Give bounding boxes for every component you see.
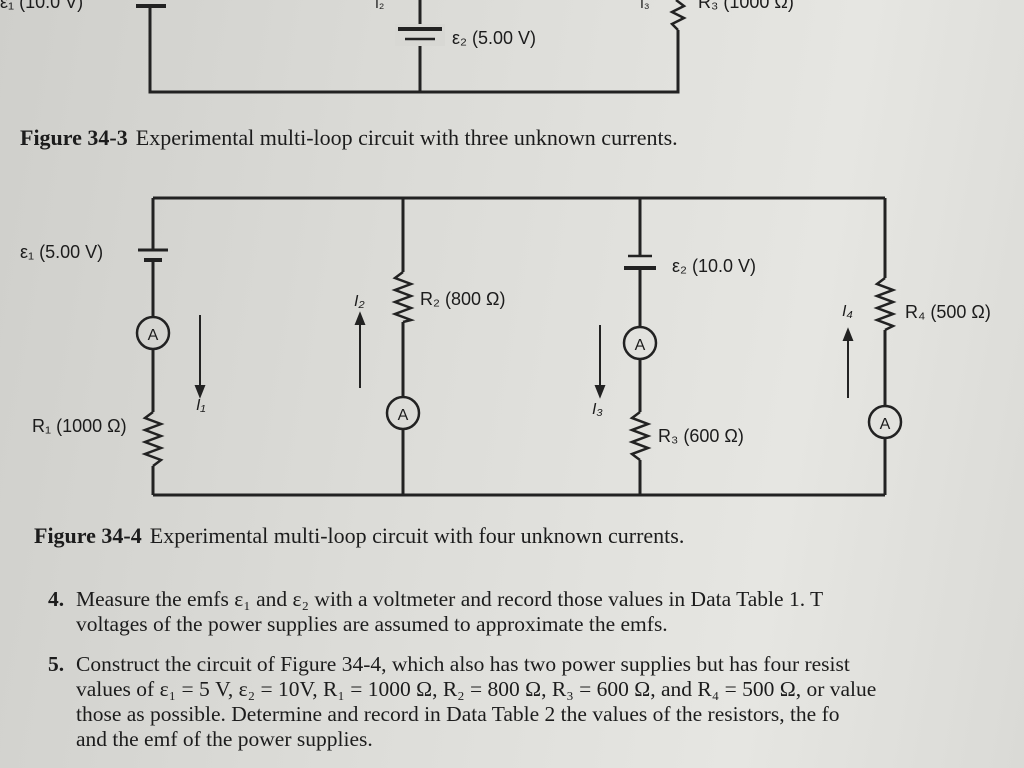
emf1-label: ε₁ (5.00 V): [20, 242, 103, 262]
step-line: Measure the emfs ε₁ and ε₂ with a voltme…: [76, 587, 824, 611]
r4-label: R₄ (500 Ω): [905, 302, 991, 322]
figure-34-4-circuit: A A A A ε₁ (5.00 V) ε₂ (10.0 V) R₁ (1000…: [20, 196, 991, 497]
resistor-r1: [141, 411, 165, 467]
emf1-label: ε₁ (10.0 V): [0, 0, 83, 12]
step-line: and the emf of the power supplies.: [76, 727, 373, 751]
r1-label: R₁ (1000 Ω): [32, 416, 127, 436]
caption-number: Figure 34-3: [20, 125, 128, 150]
caption-number: Figure 34-4: [34, 523, 142, 548]
resistor-r2: [391, 271, 416, 324]
resistor-r3: [628, 411, 652, 461]
step-number: 4.: [48, 587, 65, 611]
current-i3-label: I₃: [640, 0, 650, 11]
step-line: those as possible. Determine and record …: [76, 702, 840, 726]
resistor-r3: [669, 0, 687, 31]
resistor-r4: [873, 277, 897, 332]
figure-34-4-caption: Figure 34-4 Experimental multi-loop circu…: [34, 523, 684, 549]
ammeter-2: [385, 395, 421, 431]
step-4: 4. Measure the emfs ε₁ and ε₂ with a volt…: [48, 587, 823, 637]
i3-label: I₃: [592, 401, 603, 418]
current-i2-label: I₂: [375, 0, 384, 11]
ammeter-3: [622, 325, 658, 361]
ammeter-1-label: A: [148, 327, 159, 344]
ammeter-2-label: A: [398, 407, 409, 424]
ammeter-1: [135, 315, 171, 351]
r3-label: R₃ (1000 Ω): [698, 0, 794, 12]
step-number: 5.: [48, 652, 65, 676]
ammeter-3-label: A: [635, 337, 646, 354]
step-line: values of ε₁ = 5 V, ε₂ = 10V, R₁ = 1000 …: [76, 677, 877, 701]
ammeter-4: [867, 404, 903, 440]
ammeter-4-label: A: [880, 416, 891, 433]
step-line: voltages of the power supplies are assum…: [76, 612, 668, 636]
caption-text: Experimental multi-loop circuit with fou…: [149, 523, 685, 548]
step-line: Construct the circuit of Figure 34-4, wh…: [76, 652, 850, 676]
r3-label: R₃ (600 Ω): [658, 426, 744, 446]
step-5: 5. Construct the circuit of Figure 34-4, …: [48, 652, 876, 752]
caption-text: Experimental multi-loop circuit with thr…: [135, 125, 678, 150]
figure-34-3-circuit: ε₁ (10.0 V) I₂ I₃ ε₂ (5.00 V) R₃ (1000 Ω…: [0, 0, 794, 94]
i4-label: I₄: [842, 303, 853, 320]
i2-label: I₂: [354, 293, 365, 310]
figure-34-3-caption: Figure 34-3 Experimental multi-loop circu…: [20, 125, 678, 151]
emf2-label: ε₂ (5.00 V): [452, 28, 536, 48]
i1-label: I₁: [196, 397, 206, 414]
r2-label: R₂ (800 Ω): [420, 289, 505, 309]
emf2-label: ε₂ (10.0 V): [672, 256, 756, 276]
